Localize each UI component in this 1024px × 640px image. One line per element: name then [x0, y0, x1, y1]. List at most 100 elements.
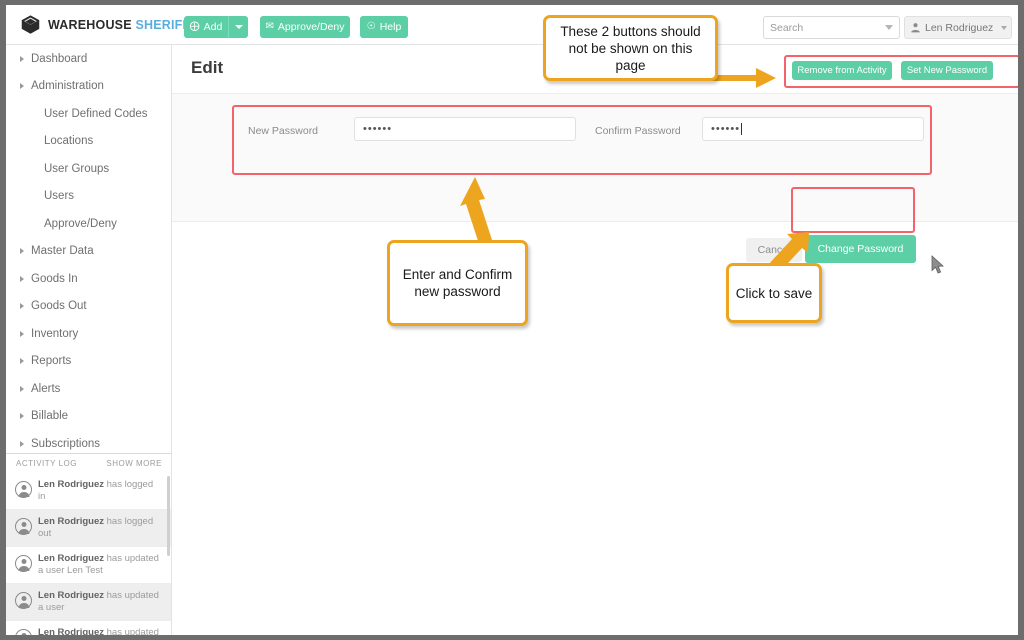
activity-log-title: ACTIVITY LOG	[16, 459, 77, 468]
sidebar-item-label: Goods Out	[31, 300, 87, 313]
sidebar-item-user-groups[interactable]: User Groups	[6, 155, 171, 183]
confirm-password-label: Confirm Password	[595, 125, 681, 137]
envelope-icon: ✉	[265, 21, 274, 32]
sidebar-item-label: User Groups	[44, 162, 110, 175]
mouse-cursor	[931, 255, 944, 274]
sidebar-item-dashboard[interactable]: Dashboard	[6, 45, 171, 73]
activity-log-entry[interactable]: Len Rodriguez has updated a user	[6, 621, 171, 635]
activity-log-text: Len Rodriguez has updated a user Len Tes…	[38, 553, 163, 577]
sidebar-item-inventory[interactable]: Inventory	[6, 320, 171, 348]
add-button[interactable]: ⨁ Add	[184, 16, 228, 38]
person-icon	[911, 23, 920, 33]
chevron-right-icon	[20, 83, 24, 90]
sidebar-item-alerts[interactable]: Alerts	[6, 375, 171, 403]
logo-text: WAREHOUSE SHERIFF	[48, 18, 190, 32]
sidebar-item-label: Alerts	[31, 382, 61, 395]
user-menu[interactable]: Len Rodriguez	[904, 16, 1013, 39]
chevron-right-icon	[20, 385, 24, 392]
remove-from-activity-button[interactable]: Remove from Activity	[792, 61, 892, 80]
avatar-icon	[15, 555, 32, 572]
question-circle-icon: ☉	[366, 21, 376, 32]
sidebar-item-user-defined-codes[interactable]: User Defined Codes	[6, 100, 171, 128]
new-password-label: New Password	[248, 125, 319, 137]
sidebar-item-label: User Defined Codes	[44, 107, 148, 120]
change-password-button[interactable]: Change Password	[805, 235, 916, 263]
help-button[interactable]: ☉ Help	[360, 16, 408, 38]
activity-log-text: Len Rodriguez has logged in	[38, 479, 163, 503]
sidebar-item-label: Subscriptions	[31, 437, 101, 450]
sidebar-item-label: Reports	[31, 355, 72, 368]
sidebar-item-goods-in[interactable]: Goods In	[6, 265, 171, 293]
sidebar-item-approve-deny[interactable]: Approve/Deny	[6, 210, 171, 238]
password-form-band	[172, 94, 1018, 222]
chevron-right-icon	[20, 275, 24, 282]
confirm-password-value: ••••••	[711, 123, 741, 135]
chevron-down-icon	[234, 25, 243, 29]
chevron-right-icon	[20, 303, 24, 310]
show-more-link[interactable]: SHOW MORE	[106, 459, 162, 468]
sidebar-item-label: Approve/Deny	[44, 217, 117, 230]
sidebar-item-goods-out[interactable]: Goods Out	[6, 293, 171, 321]
add-button-label: Add	[203, 21, 223, 33]
activity-log-entry[interactable]: Len Rodriguez has updated a user Len Tes…	[6, 547, 171, 584]
chevron-right-icon	[20, 248, 24, 255]
sidebar-item-users[interactable]: Users	[6, 183, 171, 211]
sidebar-item-label: Locations	[44, 135, 94, 148]
search-input[interactable]: Search	[770, 21, 804, 34]
chevron-down-icon	[1001, 25, 1008, 30]
set-new-password-button[interactable]: Set New Password	[901, 61, 993, 80]
new-password-value: ••••••	[363, 123, 393, 135]
activity-log-text: Len Rodriguez has logged out	[38, 516, 163, 540]
sidebar-item-subscriptions[interactable]: Subscriptions	[6, 430, 171, 458]
approve-deny-label: Approve/Deny	[277, 21, 345, 33]
app-logo[interactable]: WAREHOUSE SHERIFF	[20, 14, 190, 35]
activity-log-user: Len Rodriguez	[38, 516, 104, 527]
sidebar-item-label: Inventory	[31, 327, 79, 340]
sidebar-item-reports[interactable]: Reports	[6, 348, 171, 376]
activity-log-action: has logged out	[38, 516, 154, 539]
confirm-password-input[interactable]: ••••••	[702, 117, 924, 141]
annotation-callout-2: Enter and Confirm new password	[387, 240, 528, 326]
activity-log-entry[interactable]: Len Rodriguez has logged in	[6, 473, 171, 510]
user-menu-label: Len Rodriguez	[925, 21, 994, 34]
approve-deny-button[interactable]: ✉ Approve/Deny	[260, 16, 350, 38]
sidebar-item-administration[interactable]: Administration	[6, 73, 171, 101]
logo-secondary: SHERIFF	[135, 17, 191, 32]
search-dropdown[interactable]: Search	[763, 16, 900, 39]
activity-log-user: Len Rodriguez	[38, 627, 104, 635]
activity-log-action: has updated a user	[106, 627, 159, 635]
sidebar-item-label: Billable	[31, 410, 69, 423]
sidebar-item-label: Dashboard	[31, 52, 88, 65]
chevron-right-icon	[20, 413, 24, 420]
help-button-label: Help	[379, 21, 402, 33]
sidebar-item-label: Goods In	[31, 272, 78, 285]
chevron-right-icon	[20, 330, 24, 337]
chevron-down-icon	[885, 25, 893, 30]
sidebar-item-billable[interactable]: Billable	[6, 403, 171, 431]
activity-log-action: has updated a user Len Test	[38, 553, 159, 576]
activity-log-entry[interactable]: Len Rodriguez has logged out	[6, 510, 171, 547]
add-dropdown-toggle[interactable]	[228, 16, 248, 38]
activity-log-text: Len Rodriguez has updated a user	[38, 627, 163, 635]
main-content: Edit Remove from Activity Set New Passwo…	[172, 45, 1018, 635]
activity-log-user: Len Rodriguez	[38, 479, 104, 490]
annotation-callout-1: These 2 buttons should not be shown on t…	[543, 15, 718, 81]
avatar-icon	[15, 518, 32, 535]
new-password-input[interactable]: ••••••	[354, 117, 576, 141]
sidebar-item-label: Users	[44, 190, 75, 203]
avatar-icon	[15, 592, 32, 609]
cancel-button[interactable]: Cancel	[746, 238, 802, 262]
sidebar-item-master-data[interactable]: Master Data	[6, 238, 171, 266]
activity-log-scrollbar[interactable]	[167, 476, 170, 556]
activity-log-entry[interactable]: Len Rodriguez has updated a user	[6, 584, 171, 621]
activity-log-header: ACTIVITY LOG SHOW MORE	[6, 454, 171, 473]
activity-log-action: has logged in	[38, 479, 154, 502]
sidebar-item-locations[interactable]: Locations	[6, 128, 171, 156]
activity-log-panel: ACTIVITY LOG SHOW MORE Len Rodriguez has…	[6, 453, 172, 635]
avatar-icon	[15, 629, 32, 635]
app-window: WAREHOUSE SHERIFF ⨁ Add ✉ Approve/Deny ☉…	[6, 5, 1018, 635]
activity-log-text: Len Rodriguez has updated a user	[38, 590, 163, 614]
activity-log-action: has updated a user	[38, 590, 159, 613]
